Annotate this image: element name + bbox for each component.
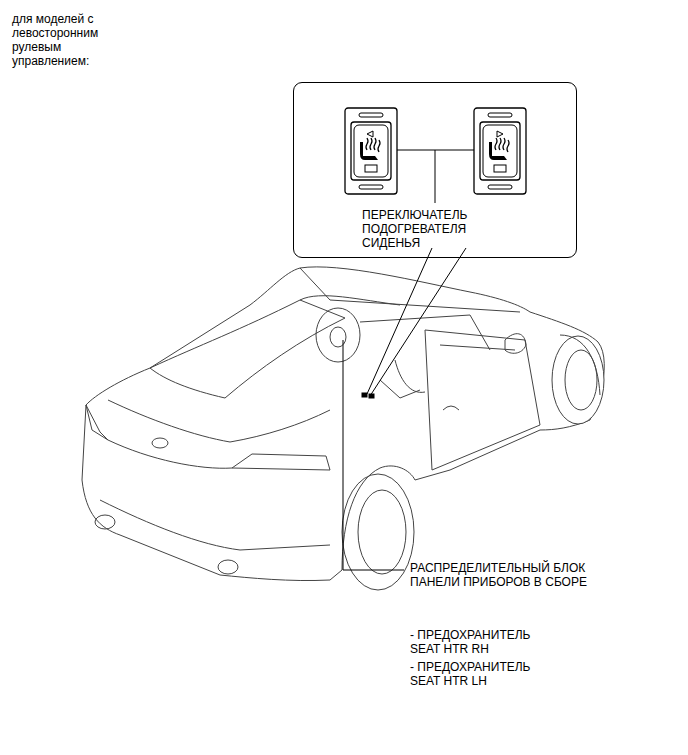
part-name: РАСПРЕДЕЛИТЕЛЬНЫЙ БЛОК ПАНЕЛИ ПРИБОРОВ В… — [410, 561, 602, 589]
callout-box: ПЕРЕКЛЮЧАТЕЛЬ ПОДОГРЕВАТЕЛЯ СИДЕНЬЯ — [293, 82, 577, 258]
part-name: ПЕРЕКЛЮЧАТЕЛЬ ПОДОГРЕВАТЕЛЯ СИДЕНЬЯ — [362, 208, 474, 250]
part-name: - ПРЕДОХРАНИТЕЛЬ SEAT HTR RH — [410, 628, 545, 656]
part-name: - ПРЕДОХРАНИТЕЛЬ SEAT HTR LH — [410, 660, 545, 688]
note-text: для моделей с левосторонним рулевым упра… — [12, 12, 98, 68]
